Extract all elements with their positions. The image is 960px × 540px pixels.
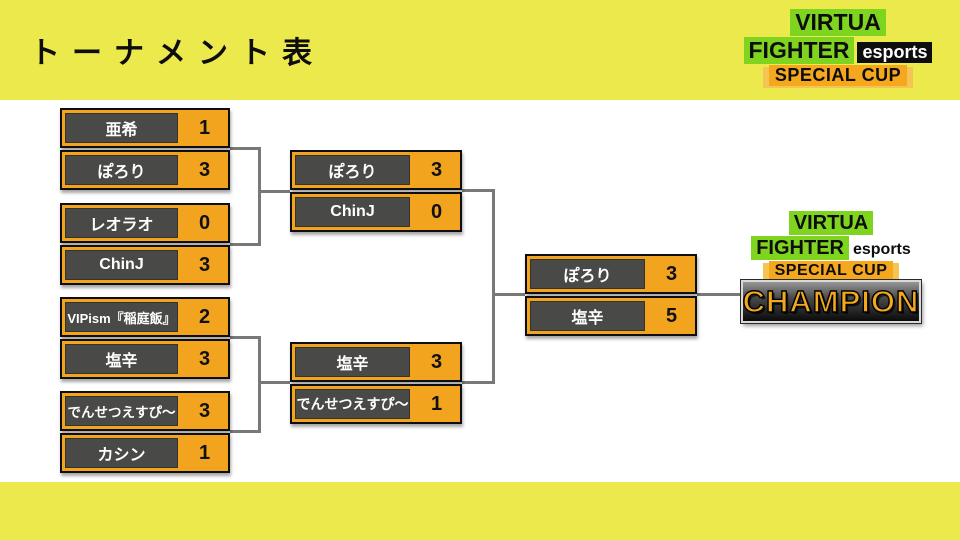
- name-plate: 塩辛: [295, 347, 410, 377]
- bracket-connector: [492, 189, 495, 384]
- player-name: 塩辛: [336, 356, 369, 373]
- player-score: 3: [198, 158, 211, 181]
- champion-label: CHAMPION: [742, 283, 920, 319]
- player-score: 3: [430, 350, 443, 373]
- bracket-connector: [462, 189, 492, 192]
- match-quarterfinal-2: レオラオ 0 ChinJ 3: [60, 203, 230, 285]
- name-plate: ぽろり: [65, 155, 178, 185]
- special-cup-wordmark: SPECIAL CUP: [768, 65, 908, 87]
- player-row: レオラオ 0: [60, 203, 230, 243]
- player-name: でんせつえすぴ〜: [296, 396, 409, 412]
- player-row: ぽろり 3: [60, 150, 230, 190]
- virtua-wordmark: VIRTUA: [788, 211, 874, 235]
- player-score: 1: [430, 392, 443, 415]
- player-score: 3: [665, 262, 678, 285]
- player-row: 塩辛 3: [290, 342, 462, 382]
- player-row: 亜希 1: [60, 108, 230, 148]
- player-row: カシン 1: [60, 433, 230, 473]
- player-score: 2: [198, 305, 211, 328]
- player-row: ChinJ 0: [290, 192, 462, 232]
- match-final: ぽろり 3 塩辛 5: [525, 254, 697, 336]
- bracket-connector: [492, 293, 525, 296]
- event-logo-line3: SPECIAL CUP: [742, 65, 934, 87]
- player-score: 3: [198, 253, 211, 276]
- name-plate: ぽろり: [530, 259, 645, 289]
- player-name: ぽろり: [563, 268, 612, 285]
- player-row: ChinJ 3: [60, 245, 230, 285]
- player-score: 5: [665, 304, 678, 327]
- name-plate: ぽろり: [295, 155, 410, 185]
- special-cup-wordmark: SPECIAL CUP: [768, 261, 894, 281]
- player-name: 塩辛: [571, 310, 604, 327]
- player-name: 亜希: [105, 122, 138, 139]
- player-score: 3: [198, 399, 211, 422]
- player-row: VIPism『稲庭飯』 2: [60, 297, 230, 337]
- bracket-connector: [230, 430, 258, 433]
- bracket-connector: [462, 381, 492, 384]
- player-row: ぽろり 3: [525, 254, 697, 294]
- player-score: 3: [430, 158, 443, 181]
- player-name: ChinJ: [330, 203, 375, 220]
- player-name: レオラオ: [89, 217, 154, 234]
- bracket-connector: [697, 293, 752, 296]
- player-score: 0: [430, 200, 443, 223]
- player-score: 3: [198, 347, 211, 370]
- player-row: でんせつえすぴ〜 1: [290, 384, 462, 424]
- bracket-connector: [230, 243, 258, 246]
- virtua-wordmark: VIRTUA: [790, 9, 886, 37]
- player-score: 0: [198, 211, 211, 234]
- esports-wordmark: esports: [852, 241, 911, 258]
- match-quarterfinal-3: VIPism『稲庭飯』 2 塩辛 3: [60, 297, 230, 379]
- player-name: 塩辛: [105, 353, 138, 370]
- name-plate: でんせつえすぴ〜: [295, 389, 410, 419]
- champion-logo-line1: VIRTUA: [740, 211, 922, 235]
- name-plate: 塩辛: [65, 344, 178, 374]
- match-semifinal-2: 塩辛 3 でんせつえすぴ〜 1: [290, 342, 462, 424]
- fighter-wordmark: FIGHTER: [743, 37, 855, 65]
- match-semifinal-1: ぽろり 3 ChinJ 0: [290, 150, 462, 232]
- name-plate: 亜希: [65, 113, 178, 143]
- champion-logo-line3: SPECIAL CUP: [740, 261, 922, 281]
- player-row: ぽろり 3: [290, 150, 462, 190]
- player-row: 塩辛 5: [525, 296, 697, 336]
- name-plate: VIPism『稲庭飯』: [65, 302, 178, 332]
- bracket-connector: [258, 147, 261, 246]
- esports-badge: esports: [857, 42, 933, 64]
- player-name: ぽろり: [97, 164, 146, 181]
- player-row: でんせつえすぴ〜 3: [60, 391, 230, 431]
- fighter-wordmark: FIGHTER: [751, 236, 849, 260]
- name-plate: レオラオ: [65, 208, 178, 238]
- name-plate: ChinJ: [295, 197, 410, 227]
- player-name: ChinJ: [99, 256, 144, 273]
- footer-band: [0, 482, 960, 540]
- player-score: 1: [198, 116, 211, 139]
- bracket-connector: [230, 147, 258, 150]
- player-name: でんせつえすぴ〜: [67, 405, 176, 420]
- champion-banner: CHAMPION: [740, 279, 922, 324]
- page-title: トーナメント表: [30, 37, 324, 70]
- match-quarterfinal-4: でんせつえすぴ〜 3 カシン 1: [60, 391, 230, 473]
- player-name: VIPism『稲庭飯』: [67, 310, 176, 326]
- bracket-connector: [230, 336, 258, 339]
- bracket-connector: [258, 336, 261, 433]
- player-score: 1: [198, 441, 211, 464]
- player-name: ぽろり: [328, 164, 377, 181]
- match-quarterfinal-1: 亜希 1 ぽろり 3: [60, 108, 230, 190]
- name-plate: カシン: [65, 438, 178, 468]
- bracket-connector: [258, 190, 290, 193]
- name-plate: 塩辛: [530, 301, 645, 331]
- bracket-connector: [258, 381, 290, 384]
- name-plate: ChinJ: [65, 250, 178, 280]
- player-row: 塩辛 3: [60, 339, 230, 379]
- event-logo-line1: VIRTUA: [742, 9, 934, 37]
- player-name: カシン: [97, 447, 146, 464]
- name-plate: でんせつえすぴ〜: [65, 396, 178, 426]
